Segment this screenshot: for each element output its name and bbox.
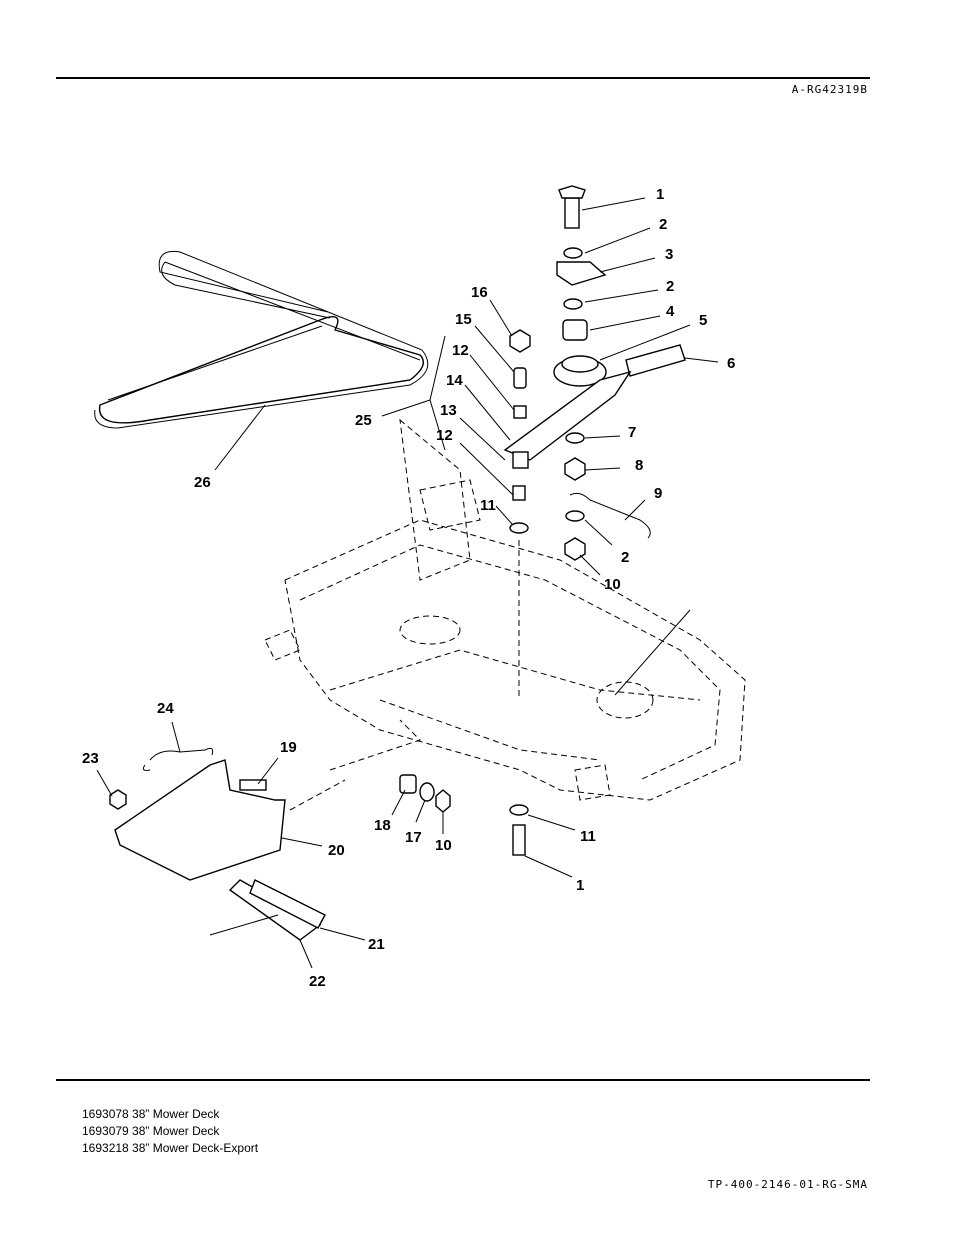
callout-14: 14 <box>446 372 463 389</box>
callout-23: 23 <box>82 750 99 767</box>
callout-4: 4 <box>666 303 675 320</box>
callout-2-b: 2 <box>666 278 674 295</box>
callout-8: 8 <box>635 457 643 474</box>
document-code: TP-400-2146-01-RG-SMA <box>707 1178 868 1191</box>
callout-20: 20 <box>328 842 345 859</box>
callout-9: 9 <box>654 485 662 502</box>
belt <box>94 250 429 429</box>
callout-2-c: 2 <box>621 549 629 566</box>
callout-25: 25 <box>355 412 372 429</box>
callout-7: 7 <box>628 424 636 441</box>
callout-12-b: 12 <box>436 427 453 444</box>
callout-12-a: 12 <box>452 342 469 359</box>
callout-17: 17 <box>405 829 422 846</box>
callout-6: 6 <box>727 355 735 372</box>
callout-19: 19 <box>280 739 297 756</box>
model-line: 1693078 38” Mower Deck <box>82 1107 220 1121</box>
callout-26: 26 <box>194 474 211 491</box>
mower-deck-outline <box>264 418 746 811</box>
bracket-assembly <box>109 747 451 941</box>
idler-assembly <box>503 185 686 561</box>
callout-18: 18 <box>374 817 391 834</box>
callout-22: 22 <box>309 973 326 990</box>
callout-11-top: 11 <box>480 497 496 514</box>
callout-10-bottom: 10 <box>435 837 452 854</box>
figure-code: A-RG42319B <box>791 83 868 96</box>
spindle-stack <box>509 329 531 856</box>
callout-21: 21 <box>368 936 385 953</box>
model-line: 1693218 38” Mower Deck-Export <box>82 1141 259 1155</box>
leader-lines <box>96 197 719 969</box>
callout-24: 24 <box>157 700 174 717</box>
top-rule <box>56 77 870 79</box>
callout-numbers: 1 2 3 2 4 5 6 16 15 12 14 13 12 7 8 9 11… <box>82 186 735 990</box>
bottom-rule <box>56 1079 870 1081</box>
model-list: 1693078 38” Mower Deck 1693079 38” Mower… <box>82 1106 258 1157</box>
model-line: 1693079 38” Mower Deck <box>82 1124 220 1138</box>
callout-13: 13 <box>440 402 457 419</box>
callout-1-bottom: 1 <box>576 877 584 894</box>
callout-16: 16 <box>471 284 488 301</box>
callout-10-right: 10 <box>604 576 621 593</box>
callout-11-bottom: 11 <box>580 828 596 845</box>
callout-2-a: 2 <box>659 216 667 233</box>
callout-15: 15 <box>455 311 472 328</box>
callout-3: 3 <box>665 246 673 263</box>
callout-5: 5 <box>699 312 707 329</box>
callout-1-top: 1 <box>656 186 664 203</box>
